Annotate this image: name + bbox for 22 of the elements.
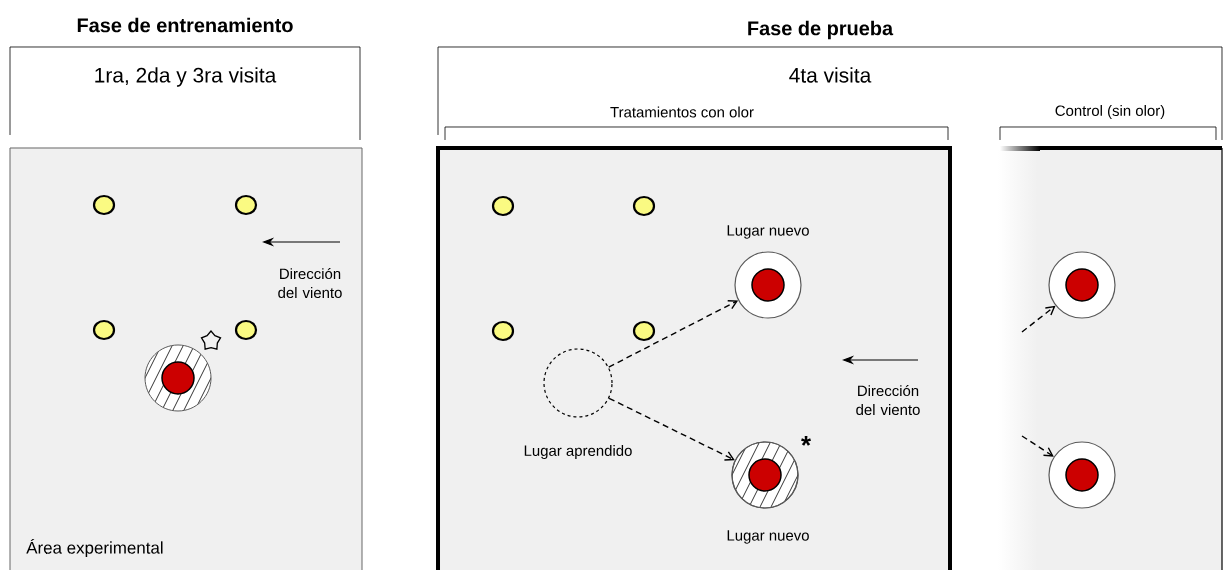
site-label: Lugar nuevo (727, 530, 809, 544)
bracket-label: Control (sin olor) (1055, 105, 1165, 119)
dashed-arrow (1021, 305, 1056, 333)
dashed-arrow (1021, 435, 1054, 457)
wind-label: Dirección del viento (856, 384, 920, 416)
ring-site (734, 251, 802, 319)
bracket-label: Tratamientos con olor (610, 106, 754, 118)
hatched-site (731, 441, 799, 509)
ring-site (1048, 251, 1116, 319)
visit-heading: 4ta visita (789, 67, 872, 83)
phase-title: Fase de entrenamiento (77, 17, 293, 33)
site-label: Lugar aprendido (524, 445, 632, 459)
ring-site (1048, 441, 1116, 509)
dashed-arrow (608, 397, 735, 461)
area-label: Área experimental (26, 538, 163, 558)
dashed-arrow (608, 300, 739, 368)
phase-title: Fase de prueba (748, 20, 894, 40)
site-label: Lugar nuevo (727, 225, 809, 239)
wind-label: Dirección del viento (278, 267, 342, 299)
asterisk: * (801, 436, 812, 446)
visit-heading: 1ra, 2da y 3ra visita (95, 67, 277, 87)
dashed-circle (543, 348, 613, 418)
